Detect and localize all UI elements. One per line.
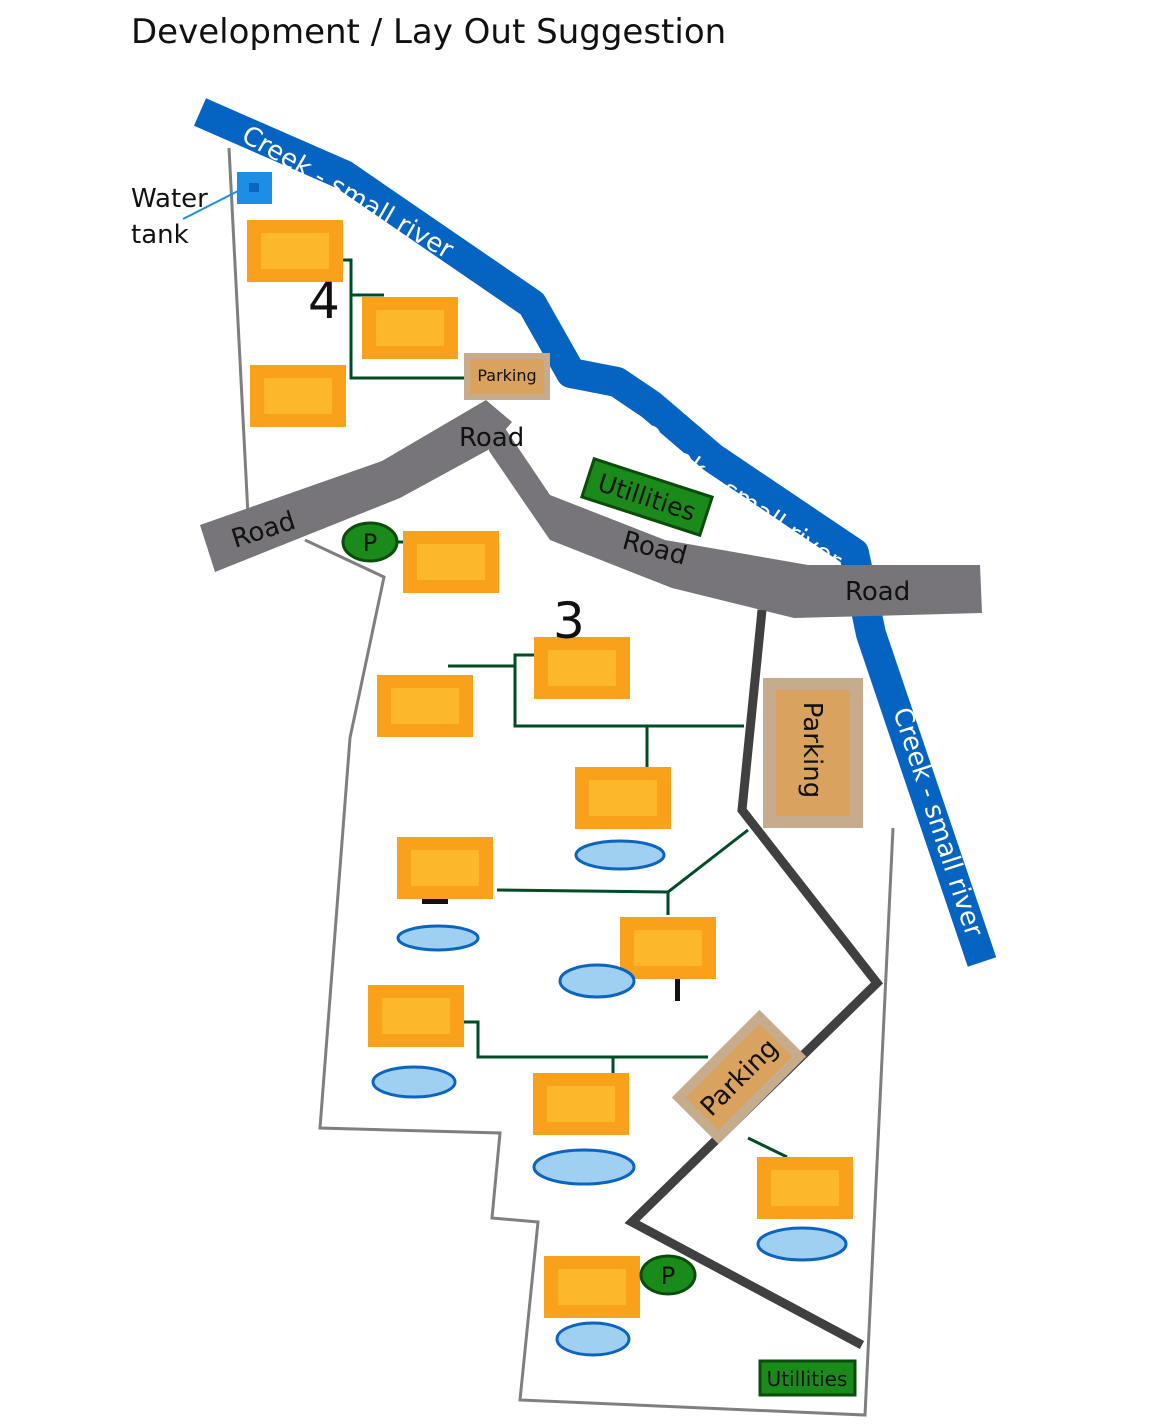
boundary-parcel-4 — [227, 147, 250, 516]
utilities-south: Utillities — [758, 1359, 857, 1397]
path-zone-3-stub — [448, 653, 535, 668]
house-13 — [544, 1256, 640, 1318]
pond-6 — [756, 1226, 848, 1262]
house-10 — [368, 985, 464, 1047]
house-2 — [362, 297, 458, 359]
water-tank: Water tank — [131, 172, 272, 250]
road-east — [486, 400, 982, 618]
parking-east: Parking — [763, 678, 863, 828]
parking-top-label: Parking — [477, 366, 536, 385]
utilities-north: Utillities — [579, 456, 715, 538]
creek-label-lower: Creek - small river — [886, 704, 988, 941]
parking-marker-south: P — [639, 1254, 697, 1296]
house-11 — [533, 1073, 629, 1135]
house-3 — [250, 365, 346, 427]
parking-marker-north: P — [341, 521, 399, 563]
path-bottom-east — [747, 1136, 788, 1159]
house-8 — [397, 837, 493, 899]
zone-3-label: 3 — [553, 592, 585, 650]
path-lower — [462, 1020, 708, 1059]
house-12 — [757, 1157, 853, 1219]
property-boundaries — [227, 147, 895, 1417]
pond-5 — [532, 1148, 636, 1186]
parking-southeast: Parking — [671, 1009, 807, 1145]
road-label-center: Road — [459, 423, 524, 453]
house-6 — [377, 675, 473, 737]
pond-7 — [555, 1321, 631, 1357]
ponds — [371, 839, 848, 1357]
access-paths — [343, 258, 788, 1159]
road-west — [200, 400, 512, 572]
boundary-west — [304, 538, 895, 1417]
path-zone-3-main — [513, 666, 744, 728]
water-tank-label-line2: tank — [131, 220, 189, 250]
house-5 — [534, 637, 630, 699]
house-9 — [620, 917, 716, 979]
water-tank-leader — [182, 190, 239, 220]
pond-3 — [558, 963, 636, 999]
path-parcel-4-main — [343, 258, 464, 380]
zone-2-marker — [422, 899, 448, 904]
parking-east-label: Parking — [797, 702, 827, 798]
house-4 — [403, 531, 499, 593]
road-label-far-east: Road — [845, 577, 910, 607]
pond-2 — [396, 924, 480, 952]
pond-1 — [574, 839, 666, 871]
zone-1-marker — [675, 979, 680, 1001]
roads: Road Road Road Road — [200, 400, 982, 618]
house-1 — [247, 220, 343, 282]
water-tank-label-line1: Water — [131, 184, 208, 214]
parking-marker-south-label: P — [661, 1262, 675, 1290]
page-title: Development / Lay Out Suggestion — [131, 12, 727, 52]
houses — [247, 220, 853, 1318]
trail — [624, 609, 884, 1349]
utilities-south-label: Utillities — [767, 1367, 848, 1391]
zone-4-label: 4 — [308, 272, 340, 330]
house-7 — [575, 767, 671, 829]
parking-marker-north-label: P — [363, 529, 377, 557]
parking-top: Parking — [464, 353, 550, 400]
pond-4 — [371, 1065, 457, 1099]
